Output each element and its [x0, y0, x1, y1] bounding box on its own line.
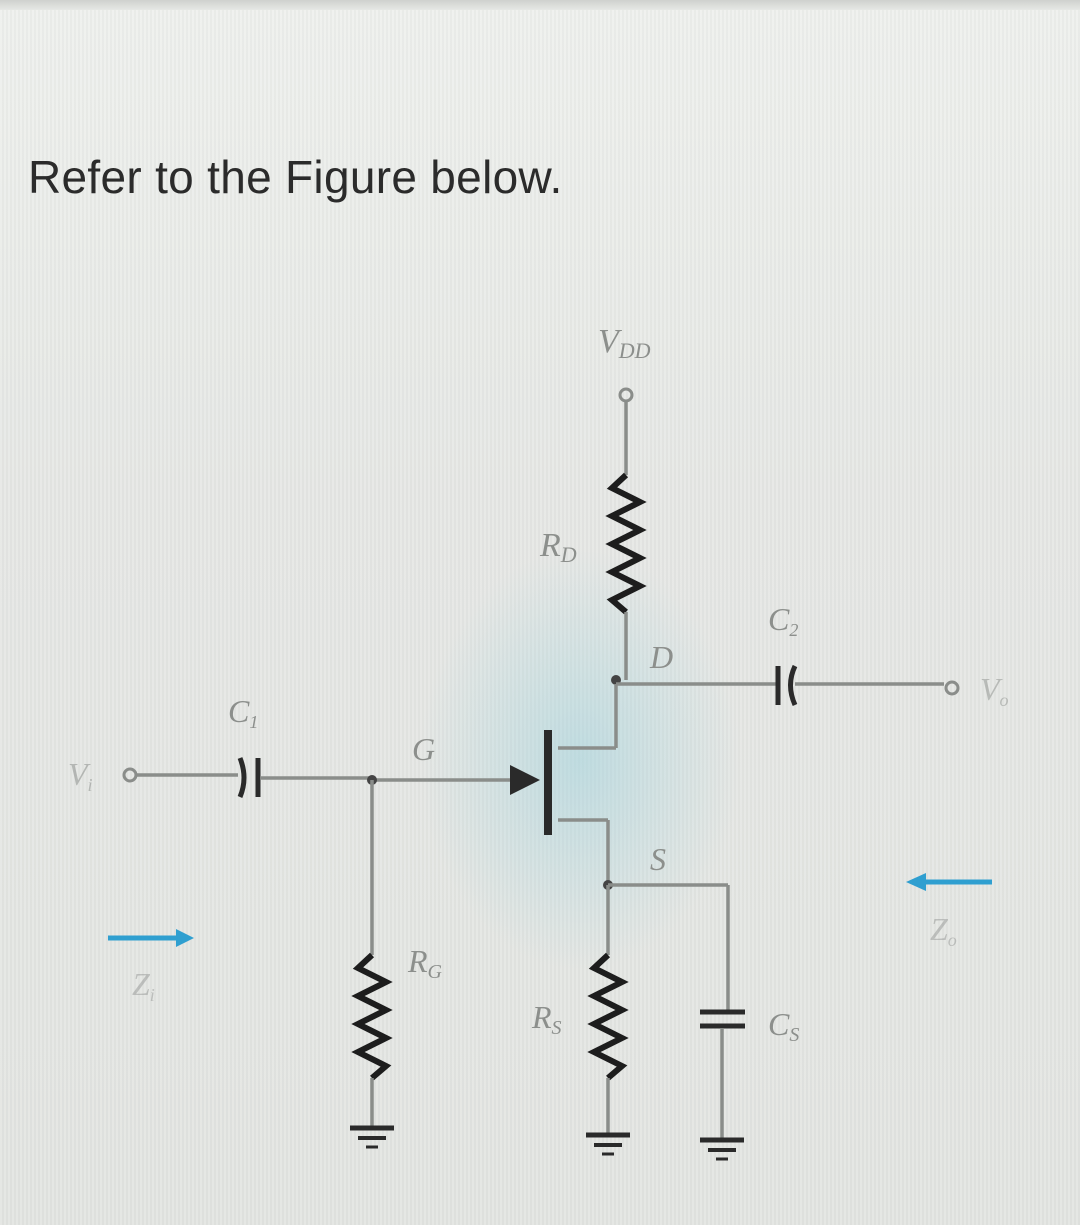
drain-label: D	[649, 639, 673, 675]
c2-label: C2	[768, 601, 798, 640]
rg-resistor	[351, 952, 393, 1081]
ground-icon-rs	[586, 1132, 630, 1156]
rd-label: RD	[539, 527, 577, 567]
zi-arrow-icon	[108, 929, 194, 947]
c1-label: C1	[228, 693, 258, 732]
zo-arrow-icon	[906, 873, 992, 891]
vo-terminal	[944, 680, 960, 696]
top-border	[0, 0, 1080, 10]
vdd-label: VDD	[598, 323, 651, 363]
vdd-terminal	[618, 387, 634, 403]
rg-label: RG	[407, 943, 443, 983]
gate-label: G	[412, 731, 435, 767]
rs-label: RS	[531, 999, 562, 1039]
vo-label: Vo	[980, 671, 1009, 710]
c2-plate-right	[788, 664, 798, 707]
vi-label: Vi	[68, 756, 93, 795]
ground-icon-rg	[350, 1125, 394, 1149]
ground-icon-cs	[700, 1137, 744, 1161]
source-label: S	[650, 841, 666, 877]
zi-label: Zi	[132, 966, 155, 1005]
gate-arrow-icon	[510, 765, 540, 795]
c1-plate-left	[237, 757, 247, 798]
question-text: Refer to the Figure below.	[28, 151, 563, 203]
vi-terminal	[122, 767, 138, 783]
rs-resistor	[587, 952, 629, 1081]
cs-label: CS	[768, 1006, 799, 1046]
zo-label: Zo	[930, 911, 957, 950]
rd-resistor	[605, 472, 647, 615]
